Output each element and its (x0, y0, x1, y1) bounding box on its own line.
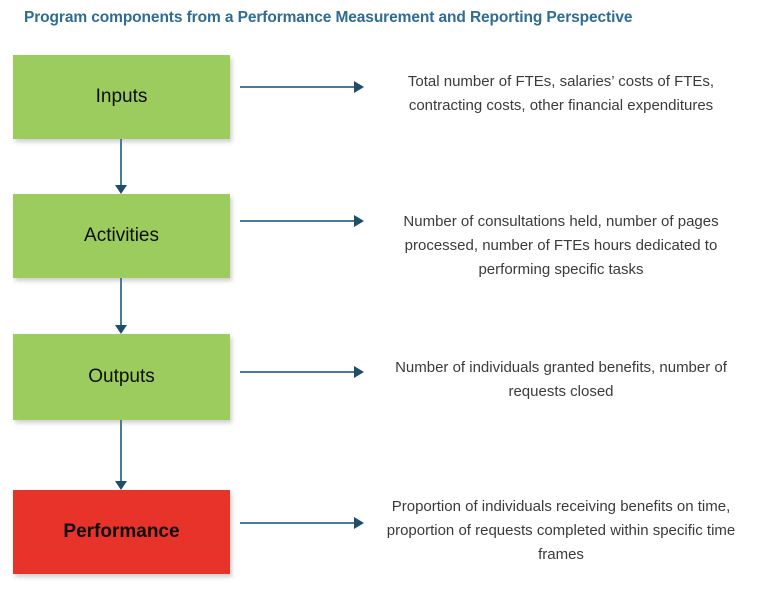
arrowhead-right-icon (354, 366, 364, 378)
description-outputs: Number of individuals granted benefits, … (395, 359, 727, 400)
arrow-right-activities (240, 215, 366, 227)
arrow-down-outputs-to-performance (115, 420, 127, 490)
description-inputs: Total number of FTEs, salaries’ costs of… (407, 73, 715, 114)
arrow-right-inputs (240, 81, 366, 93)
page-title: Program components from a Performance Me… (24, 9, 633, 26)
arrowhead-right-icon (354, 517, 364, 529)
stage-box-activities[interactable]: Activities (13, 194, 230, 278)
arrowhead-down-icon (115, 481, 127, 490)
stage-label-performance: Performance (63, 521, 180, 542)
stage-label-inputs: Inputs (95, 86, 148, 107)
arrow-stem (240, 522, 356, 524)
stage-box-outputs[interactable]: Outputs (13, 334, 230, 420)
stage-box-performance[interactable]: Performance (13, 490, 230, 574)
arrowhead-right-icon (354, 215, 364, 227)
arrow-stem (240, 220, 356, 222)
description-performance: Proportion of individuals receiving bene… (386, 498, 736, 563)
arrow-stem (120, 139, 122, 185)
stage-box-inputs[interactable]: Inputs (13, 55, 230, 139)
arrow-stem (120, 278, 122, 325)
arrow-right-outputs (240, 366, 366, 378)
arrowhead-right-icon (354, 81, 364, 93)
arrow-down-activities-to-outputs (115, 278, 127, 334)
arrow-right-performance (240, 517, 366, 529)
stage-label-activities: Activities (84, 225, 159, 246)
arrow-stem (120, 420, 122, 481)
arrowhead-down-icon (115, 325, 127, 334)
arrowhead-down-icon (115, 185, 127, 194)
description-activities: Number of consultations held, number of … (403, 213, 719, 278)
arrow-stem (240, 86, 356, 88)
arrow-stem (240, 371, 356, 373)
stage-label-outputs: Outputs (88, 366, 155, 387)
arrow-down-inputs-to-activities (115, 139, 127, 194)
